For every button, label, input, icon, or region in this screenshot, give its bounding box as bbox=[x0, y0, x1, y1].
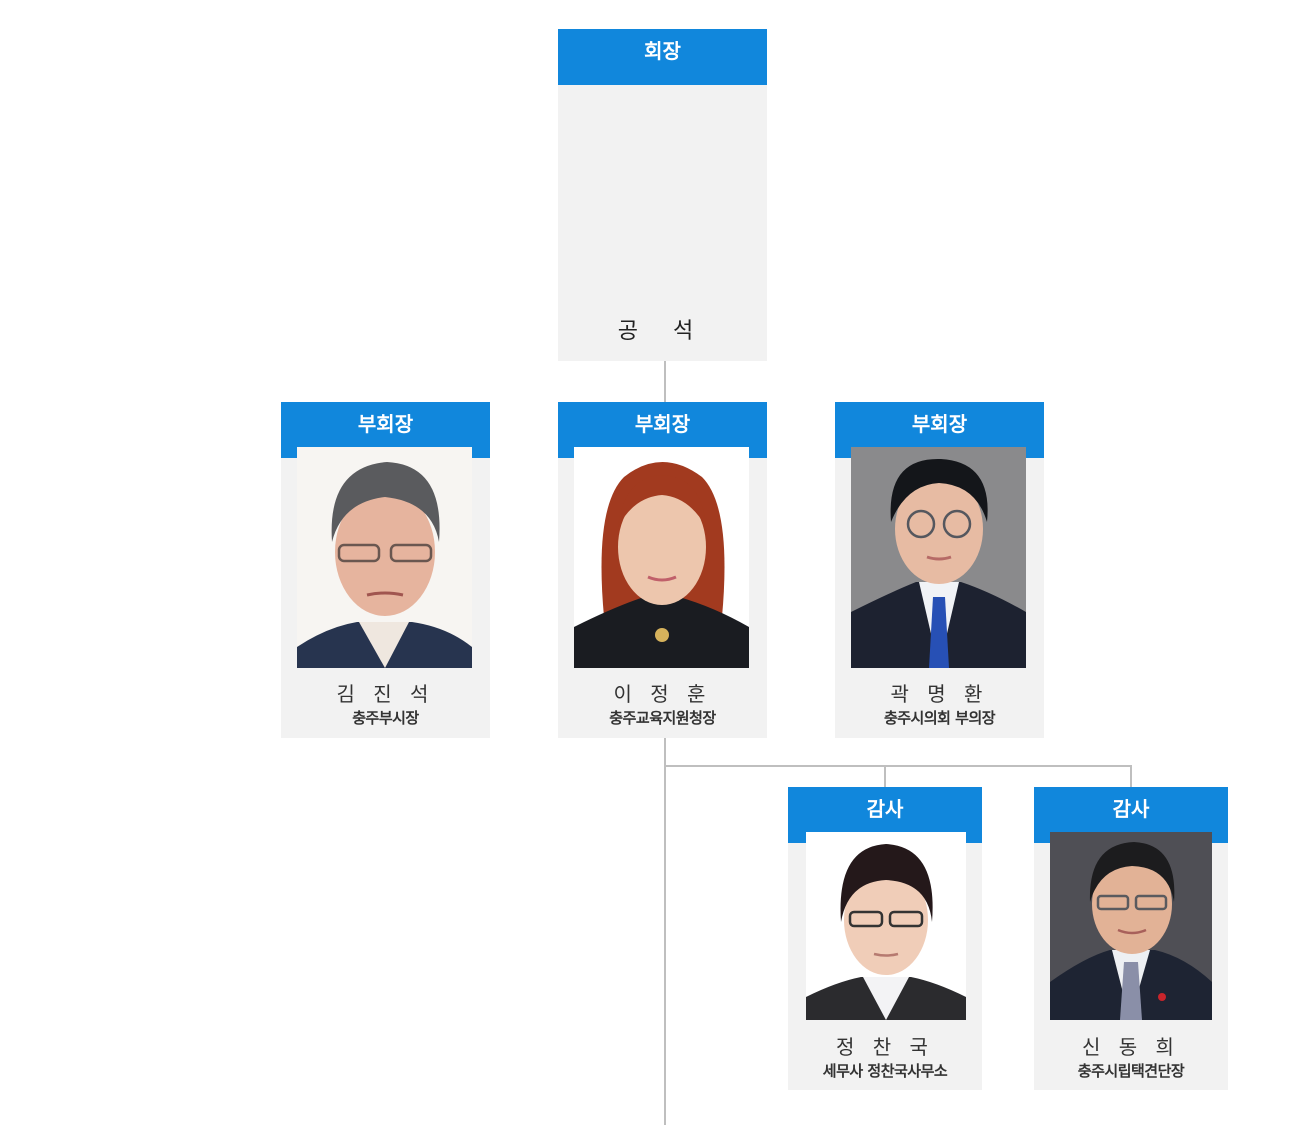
auditor-card: 감사 정 찬 국 세무사 정찬국사무소 bbox=[788, 787, 982, 1090]
auditor-photo bbox=[1050, 832, 1212, 1020]
vice-president-title: 충주교육지원청장 bbox=[609, 709, 716, 727]
vice-president-name: 김 진 석 bbox=[336, 682, 435, 706]
vice-president-photo bbox=[297, 447, 472, 668]
auditor-name: 정 찬 국 bbox=[836, 1035, 934, 1059]
vice-president-name: 곽 명 환 bbox=[890, 682, 989, 706]
auditor-title: 충주시립택견단장 bbox=[1077, 1062, 1185, 1080]
vice-president-photo bbox=[574, 447, 749, 668]
connector-auditor-1 bbox=[884, 765, 886, 788]
vice-president-card: 부회장 이 정 훈 충주교육지원청장 bbox=[558, 402, 767, 738]
auditor-name: 신 동 희 bbox=[1082, 1035, 1180, 1059]
vice-president-name: 이 정 훈 bbox=[613, 682, 712, 706]
connector-president-vp bbox=[664, 361, 666, 403]
president-role-header: 회장 bbox=[558, 29, 767, 85]
connector-vp-trunk bbox=[664, 738, 666, 1125]
auditor-card: 감사 신 동 희 충주시립택견단장 bbox=[1034, 787, 1228, 1090]
president-vacant-status: 공 석 bbox=[617, 319, 708, 344]
vice-president-photo bbox=[851, 447, 1026, 668]
vice-president-title: 충주시의회 부의장 bbox=[883, 709, 996, 727]
president-card: 회장 공 석 bbox=[558, 29, 767, 361]
auditor-title: 세무사 정찬국사무소 bbox=[822, 1062, 948, 1080]
connector-auditor-2 bbox=[1130, 765, 1132, 788]
connector-auditor-branch bbox=[664, 765, 1132, 767]
vice-president-card: 부회장 김 진 석 충주부시장 bbox=[281, 402, 490, 738]
auditor-photo bbox=[806, 832, 966, 1020]
vice-president-card: 부회장 곽 명 환 충주시의회 부의장 bbox=[835, 402, 1044, 738]
vice-president-title: 충주부시장 bbox=[352, 709, 419, 727]
